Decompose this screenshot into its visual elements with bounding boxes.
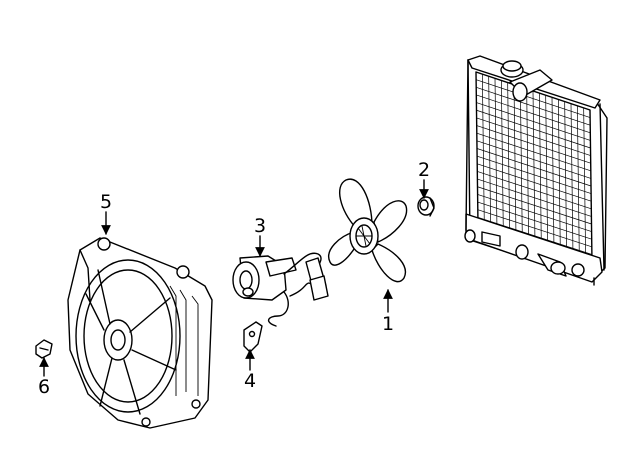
callout-5: 5 bbox=[100, 191, 112, 213]
callout-1: 1 bbox=[382, 313, 394, 335]
fan-shroud bbox=[67, 237, 213, 429]
callout-2: 2 bbox=[418, 159, 430, 181]
bracket bbox=[243, 321, 263, 353]
radiator bbox=[464, 55, 608, 286]
callout-4: 4 bbox=[244, 370, 256, 392]
clip bbox=[35, 339, 53, 359]
fan-motor bbox=[232, 252, 329, 327]
nut bbox=[417, 196, 435, 217]
leader-lines bbox=[39, 179, 429, 377]
callout-labels: 1 2 3 4 5 6 bbox=[38, 159, 430, 398]
fan-blade bbox=[328, 178, 408, 283]
callout-3: 3 bbox=[254, 215, 266, 237]
callout-6: 6 bbox=[38, 376, 50, 398]
